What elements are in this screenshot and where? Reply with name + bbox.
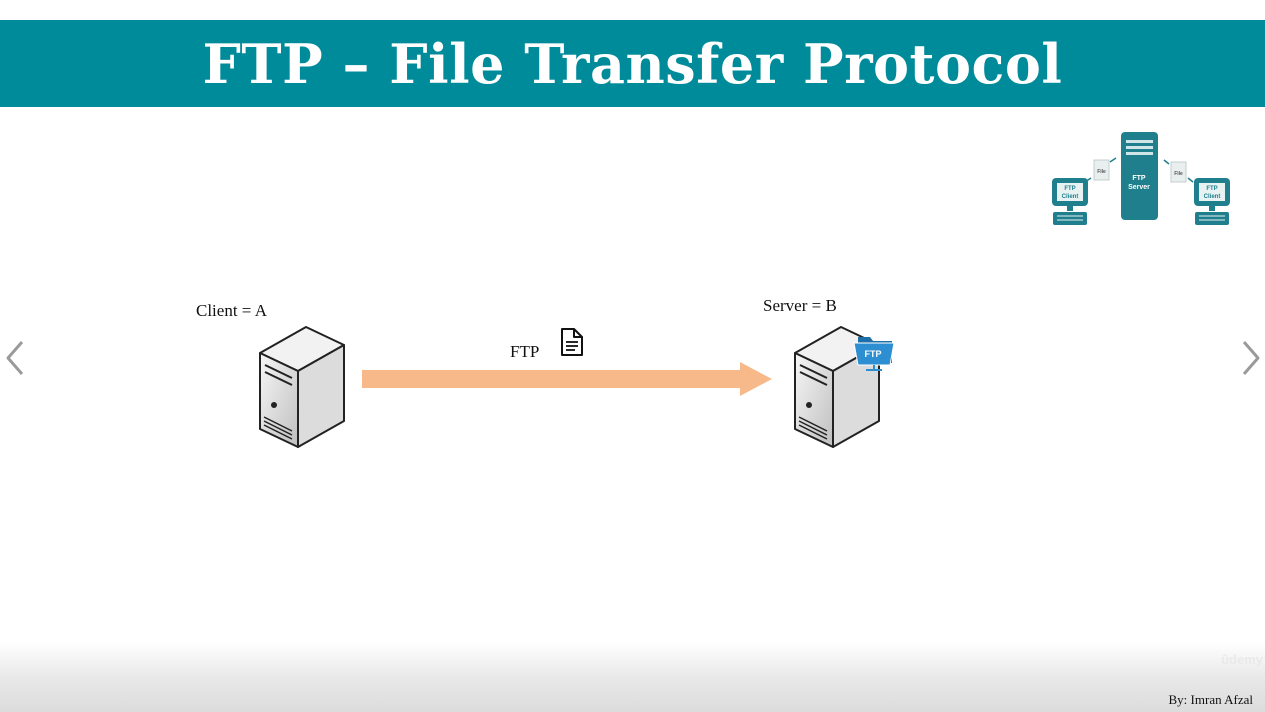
thumb-client-left: FTP Client (1052, 178, 1088, 225)
chevron-right-icon (1242, 341, 1260, 375)
thumb-file-left-label: File (1097, 169, 1106, 175)
top-strip (0, 0, 1265, 20)
thumb-file-left: File (1084, 157, 1117, 183)
ftp-folder-icon: FTP (853, 337, 895, 371)
author-byline: By: Imran Afzal (1168, 692, 1253, 707)
thumb-client-right-line1: FTP (1206, 186, 1217, 192)
bottom-fade (0, 642, 1265, 712)
transfer-arrow (362, 362, 772, 396)
thumb-server-line2: Server (1128, 184, 1150, 191)
thumb-server-line1: FTP (1132, 175, 1146, 182)
previous-slide-button[interactable] (2, 338, 28, 378)
thumb-client-right: FTP Client (1194, 178, 1230, 225)
udemy-watermark: ûdemy (1221, 652, 1263, 667)
document-icon (561, 328, 583, 356)
thumb-file-right: File (1163, 159, 1194, 183)
thumb-server: FTP Server (1121, 132, 1158, 220)
ftp-thumbnail-diagram: FTP Client FTP Server FTP Client File Fi… (1052, 132, 1230, 225)
thumb-client-left-line2: Client (1062, 194, 1079, 200)
transfer-label: FTP (510, 342, 540, 361)
client-label: Client = A (196, 301, 267, 320)
server-label: Server = B (763, 296, 837, 315)
thumb-file-right-label: File (1174, 171, 1183, 177)
client-server-icon (259, 326, 345, 448)
slide-title: FTP – File Transfer Protocol (202, 31, 1063, 96)
chevron-left-icon (6, 341, 24, 375)
server-badge-label: FTP (865, 349, 882, 359)
thumb-client-left-line1: FTP (1064, 186, 1075, 192)
thumb-client-right-line2: Client (1204, 194, 1221, 200)
next-slide-button[interactable] (1238, 338, 1264, 378)
title-bar: FTP – File Transfer Protocol (0, 20, 1265, 107)
